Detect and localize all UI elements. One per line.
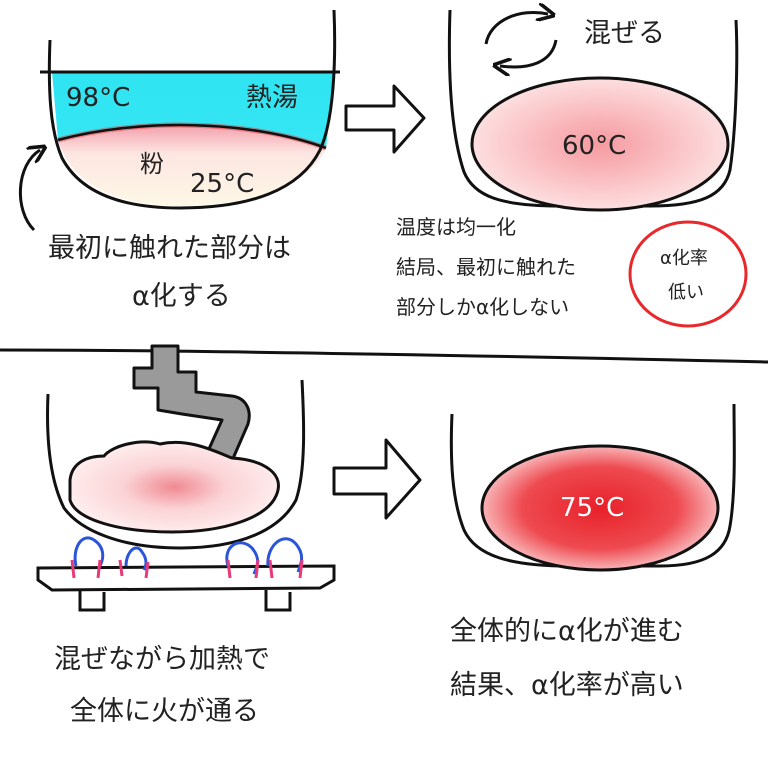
panel2-note-line1: 温度は均一化 [396, 215, 516, 239]
dough-heating [68, 440, 280, 534]
mixed-temp-label: 60°C [562, 131, 626, 161]
flame-2 [124, 546, 148, 571]
circled-label-line2: 低い [668, 282, 704, 303]
flames [70, 536, 304, 579]
dough-hot [480, 444, 720, 572]
hot-water-label: 熱湯 [246, 83, 298, 113]
panel1-caption-line2: α化する [132, 281, 231, 312]
hot-water-temp-label: 98°C [66, 83, 130, 113]
panel2-note-line3: 部分しかα化しない [396, 295, 569, 319]
stir-arrow-bottom [500, 39, 558, 67]
stove-grate [36, 564, 336, 592]
spatula [132, 344, 251, 472]
dough-mass [470, 76, 730, 212]
bowl-outline [47, 9, 337, 210]
panel-heating-while-mixing: 混ぜながら加熱で 全体に火が通る [36, 344, 336, 727]
arrow-right-bottom [332, 438, 422, 520]
panel-fully-heated: 75°C 全体的にα化が進む 結果、α化率が高い [449, 403, 736, 701]
flame-tip-1 [70, 559, 150, 579]
panel2-note-line2: 結局、最初に触れた [396, 255, 576, 279]
panel-after-stirring: 混ぜる 60°C 温度は均一化 結局、最初に触れた 部分しかα化しない α化率 … [396, 10, 748, 328]
panel-hot-water-mixing: 98°C 熱湯 粉 25°C 最初に触れた部分は α化する [18, 9, 340, 312]
stir-label: 混ぜる [584, 18, 665, 49]
stove-leg-left [78, 590, 106, 612]
panel3-caption-line1: 混ぜながら加熱で [54, 644, 270, 675]
flame-1 [73, 536, 105, 570]
powder-label: 粉 [140, 150, 164, 178]
panel4-caption-line1: 全体的にα化が進む [450, 616, 684, 647]
stove-leg-right [264, 590, 292, 612]
final-temp-label: 75°C [560, 493, 624, 523]
low-rate-circle [628, 220, 748, 328]
flame-tip-2 [226, 559, 304, 579]
arrow-right-top [344, 84, 426, 154]
panel1-caption-line1: 最初に触れた部分は [48, 233, 291, 264]
panel-divider [0, 348, 768, 364]
powder-temp-label: 25°C [190, 169, 254, 199]
pot-outline [46, 379, 306, 550]
stir-arrow-top [484, 12, 548, 45]
circled-label-line1: α化率 [660, 248, 708, 269]
panel4-caption-line2: 結果、α化率が高い [450, 670, 684, 701]
powder-layer [58, 125, 326, 206]
curved-arrow [18, 150, 40, 232]
panel3-caption-line2: 全体に火が通る [70, 696, 259, 727]
hot-water-layer [52, 72, 335, 148]
